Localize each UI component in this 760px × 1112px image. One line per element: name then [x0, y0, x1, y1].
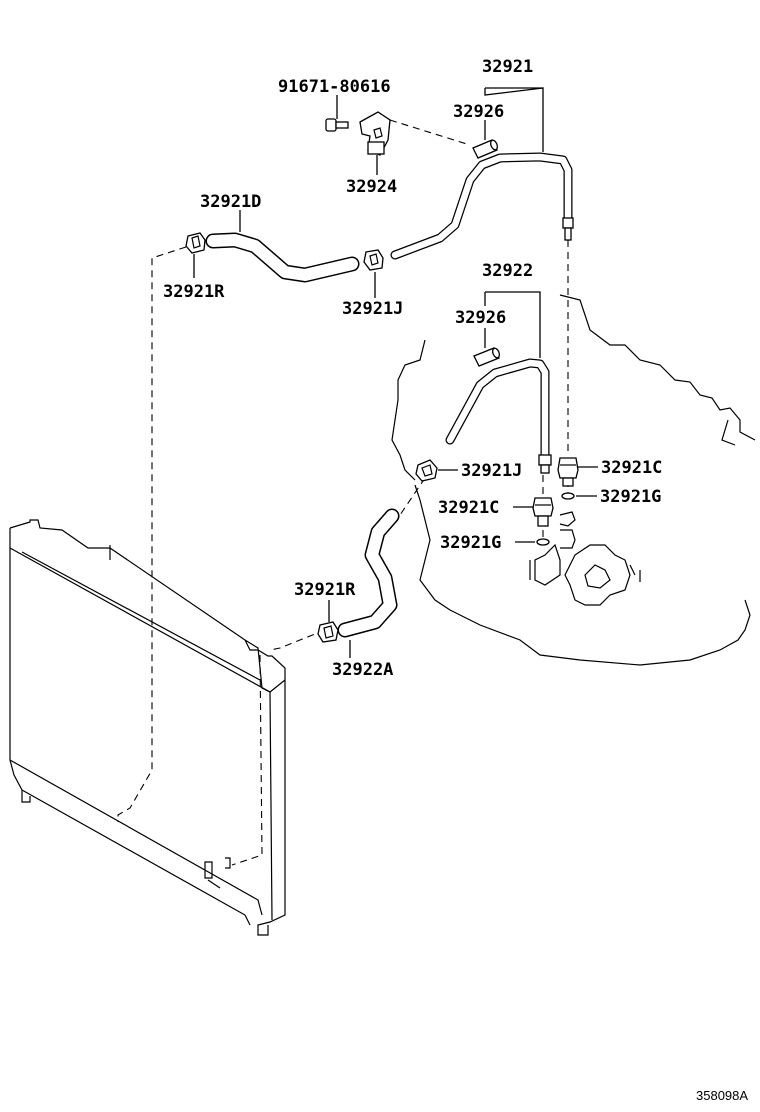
bolt-91671-80616: [325, 118, 349, 132]
label-32921C-right: 32921C: [601, 458, 662, 478]
union-fitting-32921C-middle: [532, 497, 554, 527]
dashed-leaders: [117, 119, 569, 866]
part-labels: 91671-80616 32921 32926 32924 32921D 329…: [163, 57, 748, 1103]
label-32926-middle: 32926: [455, 308, 506, 328]
hose-clamp-32921J-middle: [415, 459, 438, 482]
lower-hose-32922A: [337, 508, 400, 638]
label-32921R-bottom: 32921R: [294, 580, 356, 600]
label-32922A: 32922A: [332, 660, 393, 680]
label-32921C-middle: 32921C: [438, 498, 499, 518]
label-32926-top: 32926: [453, 102, 504, 122]
engine-outline: [391, 294, 756, 666]
label-32921G-middle: 32921G: [440, 533, 501, 553]
gasket-32921G-right: [561, 492, 575, 500]
hose-clamp-32921R-bottom: [317, 621, 339, 643]
sleeve-32926-middle: [473, 347, 501, 367]
bracket-32924: [359, 111, 391, 156]
hose-clamp-32921J-top: [363, 249, 384, 271]
label-32921G-right: 32921G: [600, 487, 661, 507]
sleeve-32926-top: [472, 139, 499, 159]
label-32921J-top: 32921J: [342, 299, 403, 319]
label-32922: 32922: [482, 261, 533, 281]
union-fitting-32921C-right: [557, 457, 579, 487]
label-32921J-middle: 32921J: [461, 461, 522, 481]
upper-hose-32921D: [205, 232, 360, 283]
label-32921R-top: 32921R: [163, 282, 225, 302]
middle-tube-32922: [445, 358, 552, 474]
label-32924: 32924: [346, 177, 397, 197]
label-91671-80616: 91671-80616: [278, 77, 391, 97]
gasket-32921G-middle: [536, 538, 550, 546]
label-32921D: 32921D: [200, 192, 261, 212]
hose-clamp-32921R-top: [185, 232, 206, 254]
diagram-reference-code: 358098A: [696, 1088, 748, 1103]
radiator: [9, 519, 286, 936]
upper-tube-32921: [390, 152, 574, 260]
leader-lines: [193, 87, 598, 658]
label-32921: 32921: [482, 57, 533, 77]
